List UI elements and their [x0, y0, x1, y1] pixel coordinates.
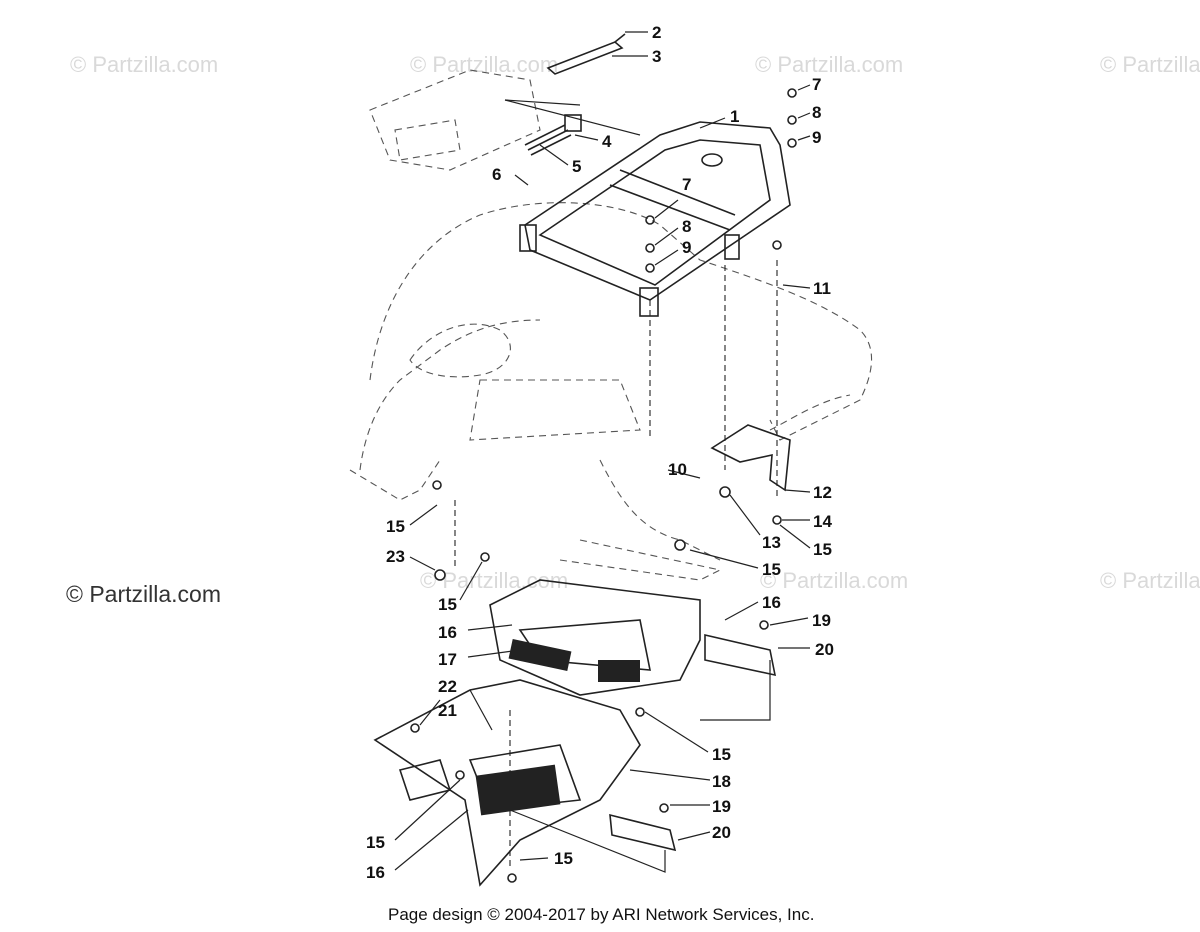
rear-rack [519, 121, 791, 317]
leader-lines [394, 31, 811, 873]
arrow-line [504, 99, 641, 136]
callout-11: 11 [813, 279, 831, 298]
callout-labels: 2 3 1 4 5 6 7 8 9 7 8 9 11 10 12 13 14 1… [366, 23, 834, 882]
bracket [710, 424, 791, 492]
callout-9b: 9 [682, 238, 691, 257]
callout-8a: 8 [812, 103, 821, 122]
footwell-upper [489, 579, 701, 696]
callout-15a: 15 [813, 540, 832, 559]
callout-14: 14 [813, 512, 832, 531]
footwell-lower [373, 679, 641, 887]
callout-16a: 16 [762, 593, 781, 612]
callout-9a: 9 [812, 128, 821, 147]
tread-pad [508, 638, 572, 672]
callout-7a: 7 [812, 75, 821, 94]
spring [524, 114, 582, 156]
watermark: © Partzilla.com [70, 52, 218, 77]
callout-15c: 15 [762, 560, 781, 579]
alignment-lines [454, 260, 778, 870]
callout-7b: 7 [682, 175, 691, 194]
callout-17: 17 [438, 650, 457, 669]
callout-3: 3 [652, 47, 661, 66]
copyright-footer: Page design © 2004-2017 by ARI Network S… [388, 905, 814, 924]
fasteners [410, 88, 797, 883]
tread-pad [475, 764, 561, 816]
watermark: © Partzilla.com [755, 52, 903, 77]
footrest-plate [609, 633, 777, 852]
watermark: © Partzilla.com [410, 52, 558, 77]
watermark: © Partzilla.com [760, 568, 908, 593]
callout-15f: 15 [366, 833, 385, 852]
callout-13: 13 [762, 533, 781, 552]
watermark: © Partzilla.com [1100, 52, 1200, 77]
callout-18: 18 [712, 772, 731, 791]
callout-2: 2 [652, 23, 661, 42]
callout-15e: 15 [712, 745, 731, 764]
callout-21: 21 [438, 701, 457, 720]
callout-20a: 20 [815, 640, 834, 659]
callout-22: 22 [438, 677, 457, 696]
callout-6: 6 [492, 165, 501, 184]
callout-8b: 8 [682, 217, 691, 236]
pin [546, 33, 626, 75]
callout-15b: 15 [386, 517, 405, 536]
callout-16c: 16 [366, 863, 385, 882]
arrow-line [504, 99, 581, 106]
watermark-group: © Partzilla.com © Partzilla.com © Partzi… [66, 52, 1200, 607]
callout-12: 12 [813, 483, 832, 502]
rear-body-outline [349, 69, 873, 581]
callout-16b: 16 [438, 623, 457, 642]
callout-1: 1 [730, 107, 739, 126]
callout-23: 23 [386, 547, 405, 566]
watermark: © Partzilla.com [1100, 568, 1200, 593]
callout-10: 10 [668, 460, 687, 479]
callout-19b: 19 [712, 797, 731, 816]
callout-15g: 15 [554, 849, 573, 868]
callout-19a: 19 [812, 611, 831, 630]
callout-5: 5 [572, 157, 581, 176]
tread-pad [598, 660, 640, 682]
watermark-primary: © Partzilla.com [66, 581, 221, 607]
callout-20b: 20 [712, 823, 731, 842]
callout-15d: 15 [438, 595, 457, 614]
callout-4: 4 [602, 132, 612, 151]
